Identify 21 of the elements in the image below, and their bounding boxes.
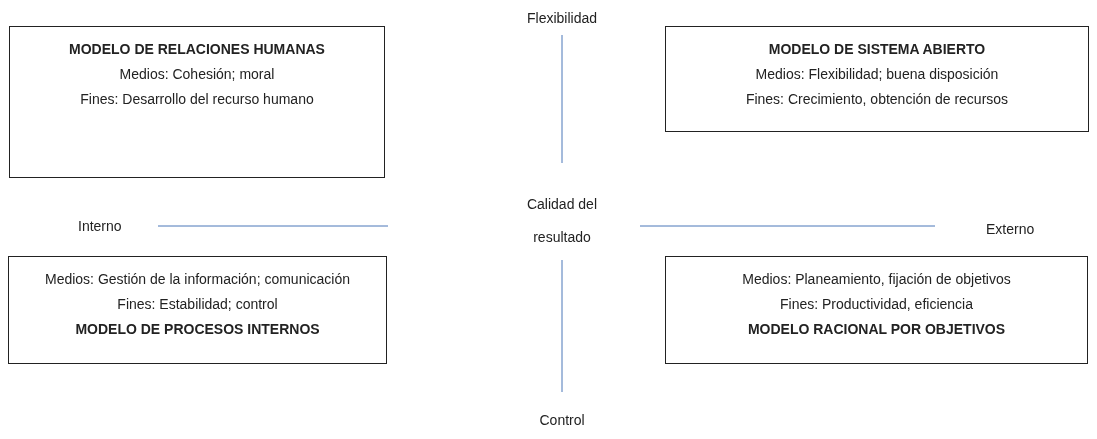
model-title: MODELO DE RELACIONES HUMANAS — [68, 40, 326, 59]
axis-label: Externo — [986, 220, 1035, 239]
model-description: Fines: Productividad, eficiencia — [779, 295, 974, 314]
model-title: MODELO DE SISTEMA ABIERTO — [767, 40, 987, 59]
model-description: Fines: Desarrollo del recurso humano — [79, 90, 315, 109]
model-box — [665, 26, 1089, 132]
model-box — [665, 256, 1088, 364]
axis-label: Flexibilidad — [527, 9, 598, 28]
center-label: Calidad del resultado — [525, 195, 599, 247]
model-description: Medios: Gestión de la información; comunicación — [43, 270, 351, 289]
model-title: MODELO DE PROCESOS INTERNOS — [74, 320, 321, 339]
axis-label: Control — [539, 411, 585, 430]
model-description: Fines: Crecimiento, obtención de recursos — [744, 90, 1010, 109]
model-description: Medios: Planeamiento, fijación de objetivos — [741, 270, 1012, 289]
model-description: Medios: Cohesión; moral — [118, 65, 276, 84]
axis-label: Interno — [78, 217, 122, 236]
model-box — [8, 256, 387, 364]
model-box — [9, 26, 385, 178]
model-description: Fines: Estabilidad; control — [116, 295, 279, 314]
model-description: Medios: Flexibilidad; buena disposición — [754, 65, 1000, 84]
model-title: MODELO RACIONAL POR OBJETIVOS — [746, 320, 1007, 339]
